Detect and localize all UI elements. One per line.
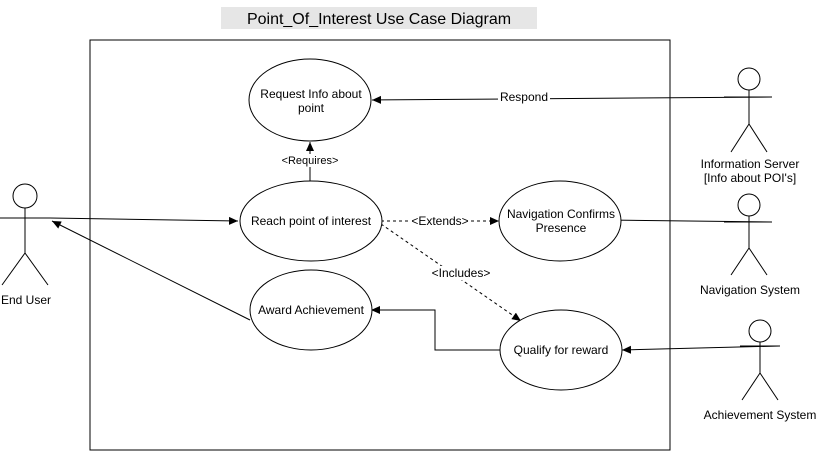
use-case-request-info-label-line1: Request Info about bbox=[260, 87, 362, 101]
achievement-system-connector bbox=[621, 345, 781, 354]
use-case-award-label: Award Achievement bbox=[258, 303, 365, 317]
qualify-to-award-connector bbox=[371, 306, 500, 351]
end-user-to-reach-connector bbox=[49, 216, 239, 225]
actor-info-server-label-line1: Information Server bbox=[701, 157, 800, 171]
actor-nav-system-label: Navigation System bbox=[700, 283, 800, 297]
requires-label-bg bbox=[280, 154, 340, 167]
use-case-nav-confirms-label-line1: Navigation Confirms bbox=[507, 207, 615, 221]
respond-label-bg bbox=[498, 90, 550, 104]
system-boundary bbox=[89, 39, 671, 451]
actor-end-user-icon bbox=[0, 183, 50, 286]
respond-connector bbox=[371, 95, 773, 104]
actor-achievement-system-label: Achievement System bbox=[704, 408, 817, 422]
actor-achievement-system-icon bbox=[740, 319, 780, 401]
use-case-qualify bbox=[499, 309, 623, 391]
actor-info-server-label-line2: [Info about POI's] bbox=[704, 171, 796, 185]
includes-label-bg bbox=[428, 266, 494, 280]
requires-label: <Requires> bbox=[282, 155, 339, 167]
use-case-reach-poi-label: Reach point of interest bbox=[251, 214, 372, 228]
actor-nav-system-icon bbox=[724, 193, 772, 276]
diagram-title: Point_Of_Interest Use Case Diagram bbox=[247, 11, 511, 28]
extends-label-bg bbox=[410, 214, 470, 228]
use-case-request-info-label-line2: point bbox=[298, 101, 325, 115]
title-background bbox=[221, 7, 537, 29]
use-case-award bbox=[249, 269, 373, 351]
use-case-reach-poi bbox=[239, 180, 383, 262]
award-to-end-user-connector bbox=[51, 220, 251, 321]
actor-info-server-icon bbox=[724, 67, 772, 153]
respond-label: Respond bbox=[500, 90, 548, 104]
use-case-qualify-label: Qualify for reward bbox=[514, 343, 609, 357]
actor-end-user-label: End User bbox=[1, 293, 51, 307]
extends-label: <Extends> bbox=[411, 214, 468, 228]
use-case-request-info bbox=[248, 58, 372, 142]
use-case-nav-confirms bbox=[498, 180, 622, 262]
includes-label: <Includes> bbox=[432, 266, 491, 280]
use-case-nav-confirms-label-line2: Presence bbox=[536, 221, 587, 235]
